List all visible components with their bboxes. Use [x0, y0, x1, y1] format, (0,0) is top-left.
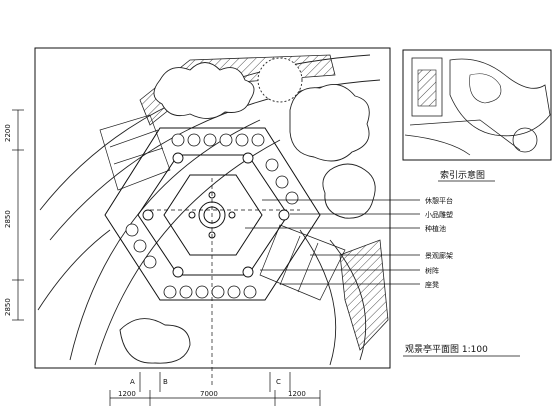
- legend-label-6: 座凳: [425, 280, 439, 289]
- inset-title: 索引示意图: [440, 169, 485, 181]
- legend-label-1: 休憩平台: [425, 196, 453, 205]
- dim-bottom-1: 1200: [118, 390, 136, 398]
- left-dimension: [12, 109, 24, 321]
- large-trees: [119, 57, 376, 364]
- dim-left-1: 2200: [4, 124, 12, 142]
- dim-bottom-3: 1200: [288, 390, 306, 398]
- bottom-dimension: [109, 372, 321, 406]
- dim-left-3: 2850: [4, 298, 12, 316]
- axis-mark-b: B: [163, 378, 168, 386]
- steps: [99, 114, 346, 301]
- plan-frame: [34, 47, 391, 369]
- dim-bottom-2: 7000: [200, 390, 218, 398]
- axis-mark-a: A: [130, 378, 135, 386]
- inset-map: [402, 49, 552, 161]
- legend: 休憩平台 小品雕塑 种植池 景观廊架 树阵 座凳: [425, 196, 453, 289]
- legend-label-5: 树阵: [425, 266, 439, 275]
- legend-label-2: 小品雕塑: [425, 210, 453, 219]
- legend-label-4: 景观廊架: [425, 251, 453, 260]
- legend-label-3: 种植池: [425, 224, 446, 233]
- leader-lines: [150, 178, 420, 385]
- corner-nodes: [142, 152, 290, 278]
- plan-title: 观景亭平面图 1:100: [405, 343, 488, 355]
- dim-left-2: 2850: [4, 210, 12, 228]
- tree-row: [125, 133, 299, 299]
- main-plan: [34, 47, 420, 385]
- axis-mark-c: C: [276, 378, 281, 386]
